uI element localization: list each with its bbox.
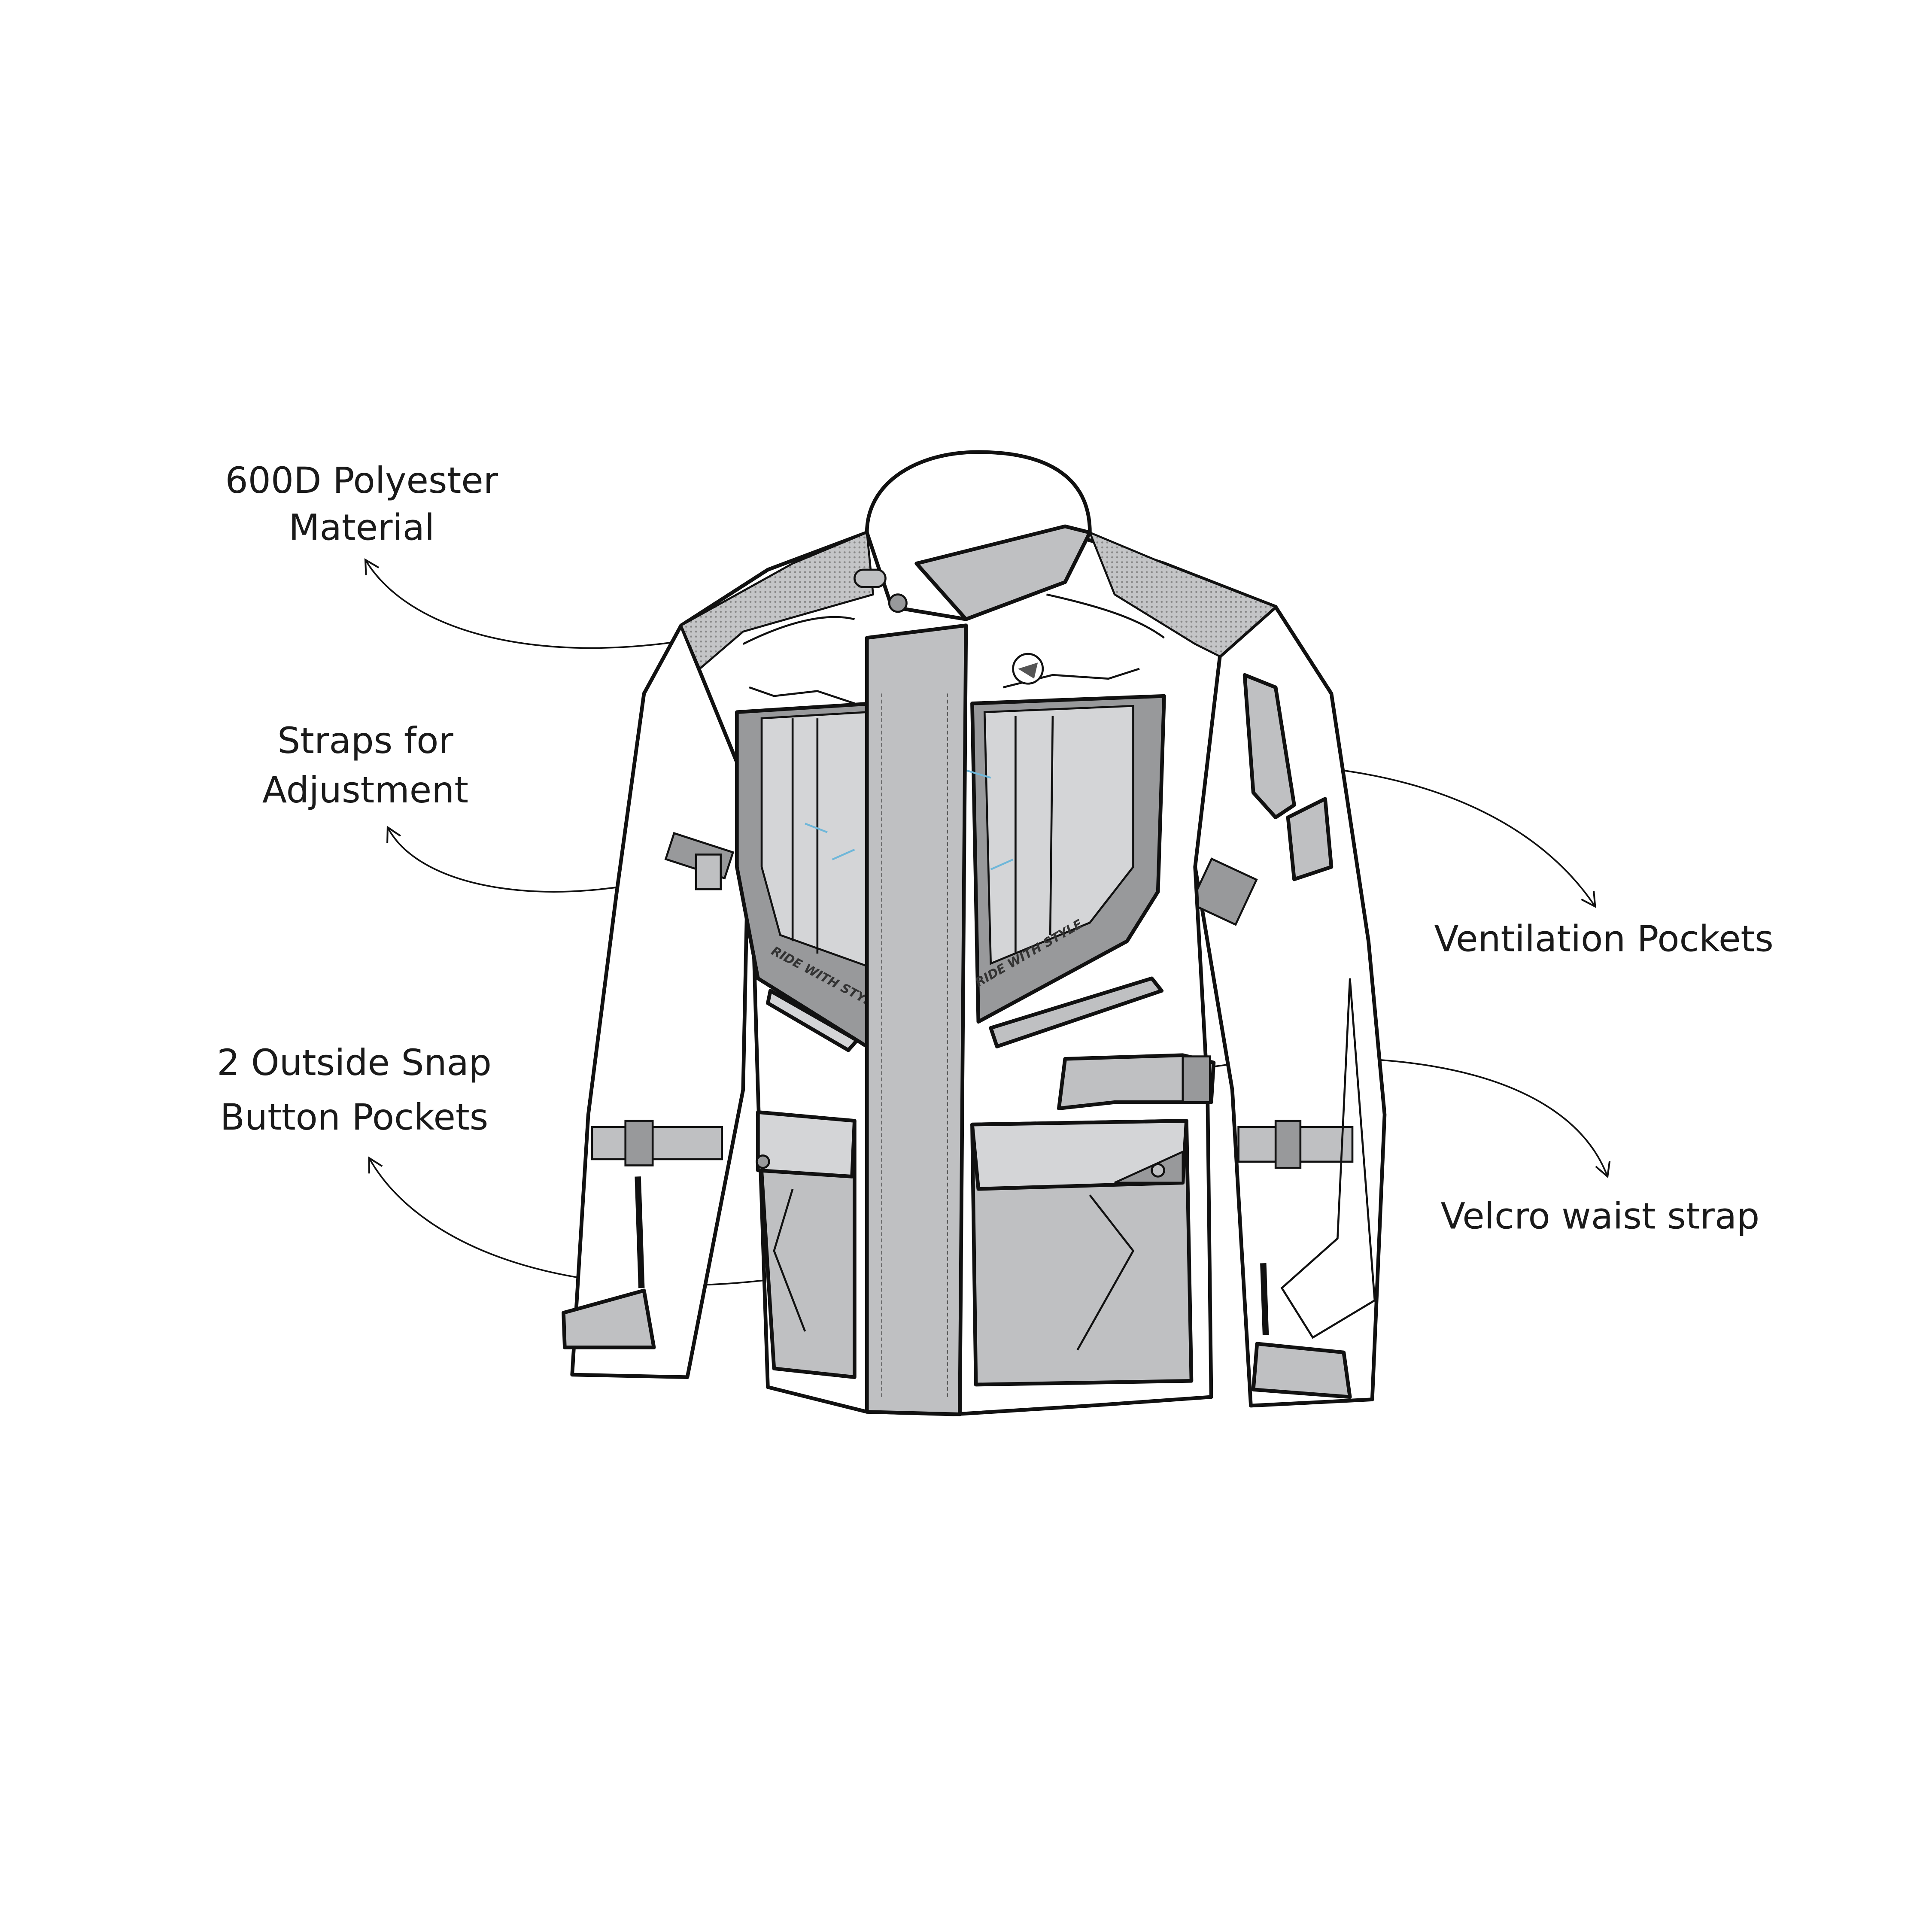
callout-velcro-waist-strap: Velcro waist strap bbox=[1441, 1195, 1760, 1237]
jacket-illustration: RIDE WITH STYLE RIDE WITH STYLE bbox=[562, 450, 1387, 1416]
left-sleeve bbox=[570, 623, 751, 1379]
right-sleeve bbox=[1193, 580, 1387, 1408]
arrow-polyester bbox=[364, 558, 679, 649]
shoulder-mesh-left bbox=[680, 531, 875, 671]
callout-text: Velcro waist strap bbox=[1441, 1195, 1760, 1237]
snap-button-icon bbox=[888, 593, 908, 613]
callout-text: 600D Polyester bbox=[225, 459, 498, 501]
arrow-pockets bbox=[368, 1156, 815, 1286]
callout-text: Button Pockets bbox=[220, 1096, 489, 1138]
bear-head-logo bbox=[1012, 653, 1044, 685]
shoulder-mesh-right bbox=[1088, 531, 1278, 658]
callout-text: Adjustment bbox=[262, 769, 468, 811]
center-placket bbox=[865, 623, 968, 1416]
callout-text: Straps for bbox=[277, 720, 453, 762]
callout-snap-pockets: 2 Outside Snap Button Pockets bbox=[217, 1042, 492, 1138]
callout-text: 2 Outside Snap bbox=[217, 1042, 492, 1084]
callout-text: Ventilation Pockets bbox=[1434, 917, 1773, 960]
vent-airflow-icon bbox=[805, 769, 1014, 870]
callout-text: Material bbox=[289, 507, 434, 549]
callout-ventilation-pockets: Ventilation Pockets bbox=[1434, 917, 1773, 960]
callout-straps-adjustment: Straps for Adjustment bbox=[262, 720, 468, 811]
velcro-waist-strap bbox=[1057, 1053, 1216, 1111]
callout-polyester-material: 600D Polyester Material bbox=[225, 459, 498, 549]
